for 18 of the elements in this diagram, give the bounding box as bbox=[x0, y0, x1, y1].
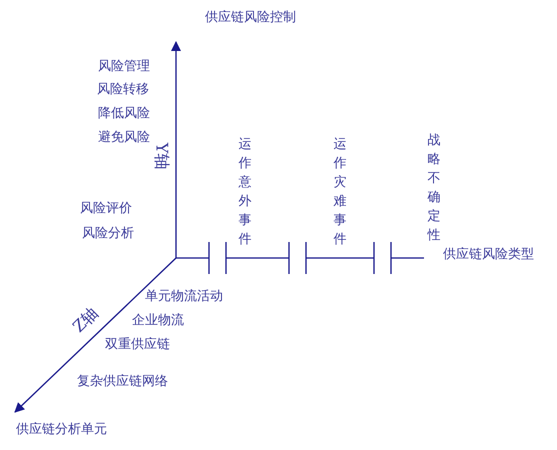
axis-tick-label: 避免风险 bbox=[98, 130, 150, 146]
axis-tick-label: 运作灾难事件 bbox=[333, 136, 347, 249]
axis-tick-label: 风险评价 bbox=[80, 201, 132, 217]
axis-tick-label: 风险管理 bbox=[98, 59, 150, 75]
axis-tick-label: 运作意外事件 bbox=[238, 136, 252, 249]
axis-label: 供应链风险控制 bbox=[205, 10, 296, 26]
axis-tick-label: 战略不确定性 bbox=[427, 132, 441, 245]
axis-label: 供应链分析单元 bbox=[16, 422, 107, 438]
axis-label: 供应链风险类型 bbox=[443, 247, 534, 263]
axis-tick-label: 复杂供应链网络 bbox=[77, 374, 168, 390]
axis-tick-label: 单元物流活动 bbox=[145, 289, 223, 305]
axis-title: Z轴 bbox=[70, 304, 101, 336]
axis-tick-label: 降低风险 bbox=[98, 106, 150, 122]
axis-tick-label: 风险分析 bbox=[82, 226, 134, 242]
axis-tick-label: 双重供应链 bbox=[105, 337, 170, 353]
axis-tick-label: 企业物流 bbox=[132, 313, 184, 329]
axis-title: Y轴 bbox=[153, 142, 170, 170]
axis-tick-label: 风险转移 bbox=[97, 82, 149, 98]
